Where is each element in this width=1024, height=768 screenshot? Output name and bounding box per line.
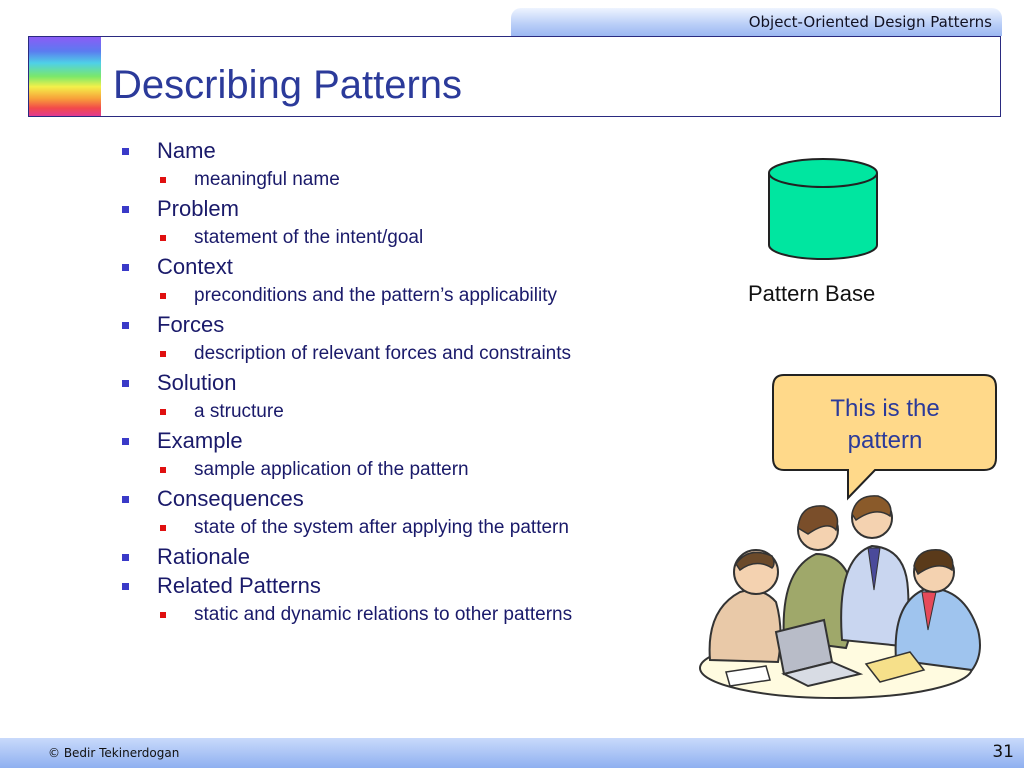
bullet-text: Rationale — [157, 544, 250, 569]
sub-bullet-context: preconditions and the pattern’s applicab… — [120, 281, 572, 310]
bullet-text: Problem — [157, 196, 239, 221]
bullet-example: Example — [120, 426, 572, 455]
square-bullet-icon — [160, 525, 166, 531]
slide-title: Describing Patterns — [113, 63, 463, 107]
rainbow-gradient-block — [29, 37, 101, 116]
title-bar: Describing Patterns — [28, 36, 1001, 117]
callout-line-2: pattern — [847, 427, 923, 454]
bullet-text: Related Patterns — [157, 573, 321, 598]
sub-bullet-text: static and dynamic relations to other pa… — [194, 604, 573, 625]
bullet-list: Name meaningful name Problem statement o… — [120, 136, 572, 629]
square-bullet-icon — [160, 177, 166, 183]
course-title: Object-Oriented Design Patterns — [748, 13, 992, 31]
sub-bullet-forces: description of relevant forces and const… — [120, 339, 572, 368]
square-bullet-icon — [122, 206, 129, 213]
bullet-context: Context — [120, 252, 572, 281]
database-cylinder-icon — [768, 158, 878, 260]
sub-bullet-related-patterns: static and dynamic relations to other pa… — [120, 600, 572, 629]
square-bullet-icon — [160, 612, 166, 618]
bullet-text: Consequences — [157, 486, 304, 511]
bullet-forces: Forces — [120, 310, 572, 339]
sub-bullet-text: state of the system after applying the p… — [194, 517, 569, 538]
page-number: 31 — [992, 742, 1014, 762]
bullet-text: Example — [157, 428, 243, 453]
bullet-solution: Solution — [120, 368, 572, 397]
bullet-problem: Problem — [120, 194, 572, 223]
bullet-rationale: Rationale — [120, 542, 572, 571]
copyright-text: © Bedir Tekinerdogan — [48, 746, 180, 760]
callout-line-1: This is the — [830, 395, 940, 422]
sub-bullet-text: preconditions and the pattern’s applicab… — [194, 285, 557, 306]
bullet-text: Solution — [157, 370, 237, 395]
sub-bullet-text: a structure — [194, 401, 284, 422]
square-bullet-icon — [122, 554, 129, 561]
sub-bullet-problem: statement of the intent/goal — [120, 223, 572, 252]
pattern-base-label: Pattern Base — [748, 281, 876, 306]
bullet-text: Forces — [157, 312, 225, 337]
square-bullet-icon — [160, 235, 166, 241]
square-bullet-icon — [122, 264, 129, 271]
footer-bar: © Bedir Tekinerdogan 31 — [0, 738, 1024, 768]
bullet-related-patterns: Related Patterns — [120, 571, 572, 600]
header-tab: Object-Oriented Design Patterns — [511, 8, 1002, 36]
square-bullet-icon — [160, 293, 166, 299]
sub-bullet-solution: a structure — [120, 397, 572, 426]
sub-bullet-example: sample application of the pattern — [120, 455, 572, 484]
square-bullet-icon — [122, 380, 129, 387]
team-meeting-clipart — [699, 495, 981, 699]
sub-bullet-text: description of relevant forces and const… — [194, 343, 572, 364]
bullet-consequences: Consequences — [120, 484, 572, 513]
square-bullet-icon — [122, 438, 129, 445]
square-bullet-icon — [160, 351, 166, 357]
sub-bullet-text: meaningful name — [194, 169, 340, 190]
sub-bullet-consequences: state of the system after applying the p… — [120, 513, 572, 542]
bullet-name: Name — [120, 136, 572, 165]
square-bullet-icon — [160, 467, 166, 473]
bullet-text: Context — [157, 254, 233, 279]
sub-bullet-name: meaningful name — [120, 165, 572, 194]
square-bullet-icon — [122, 583, 129, 590]
bullet-text: Name — [157, 138, 216, 163]
speech-bubble-icon — [772, 374, 997, 501]
square-bullet-icon — [122, 148, 129, 155]
square-bullet-icon — [160, 409, 166, 415]
sub-bullet-text: statement of the intent/goal — [194, 227, 424, 248]
callout-text: This is the pattern — [775, 393, 995, 457]
square-bullet-icon — [122, 322, 129, 329]
sub-bullet-text: sample application of the pattern — [194, 459, 469, 480]
square-bullet-icon — [122, 496, 129, 503]
